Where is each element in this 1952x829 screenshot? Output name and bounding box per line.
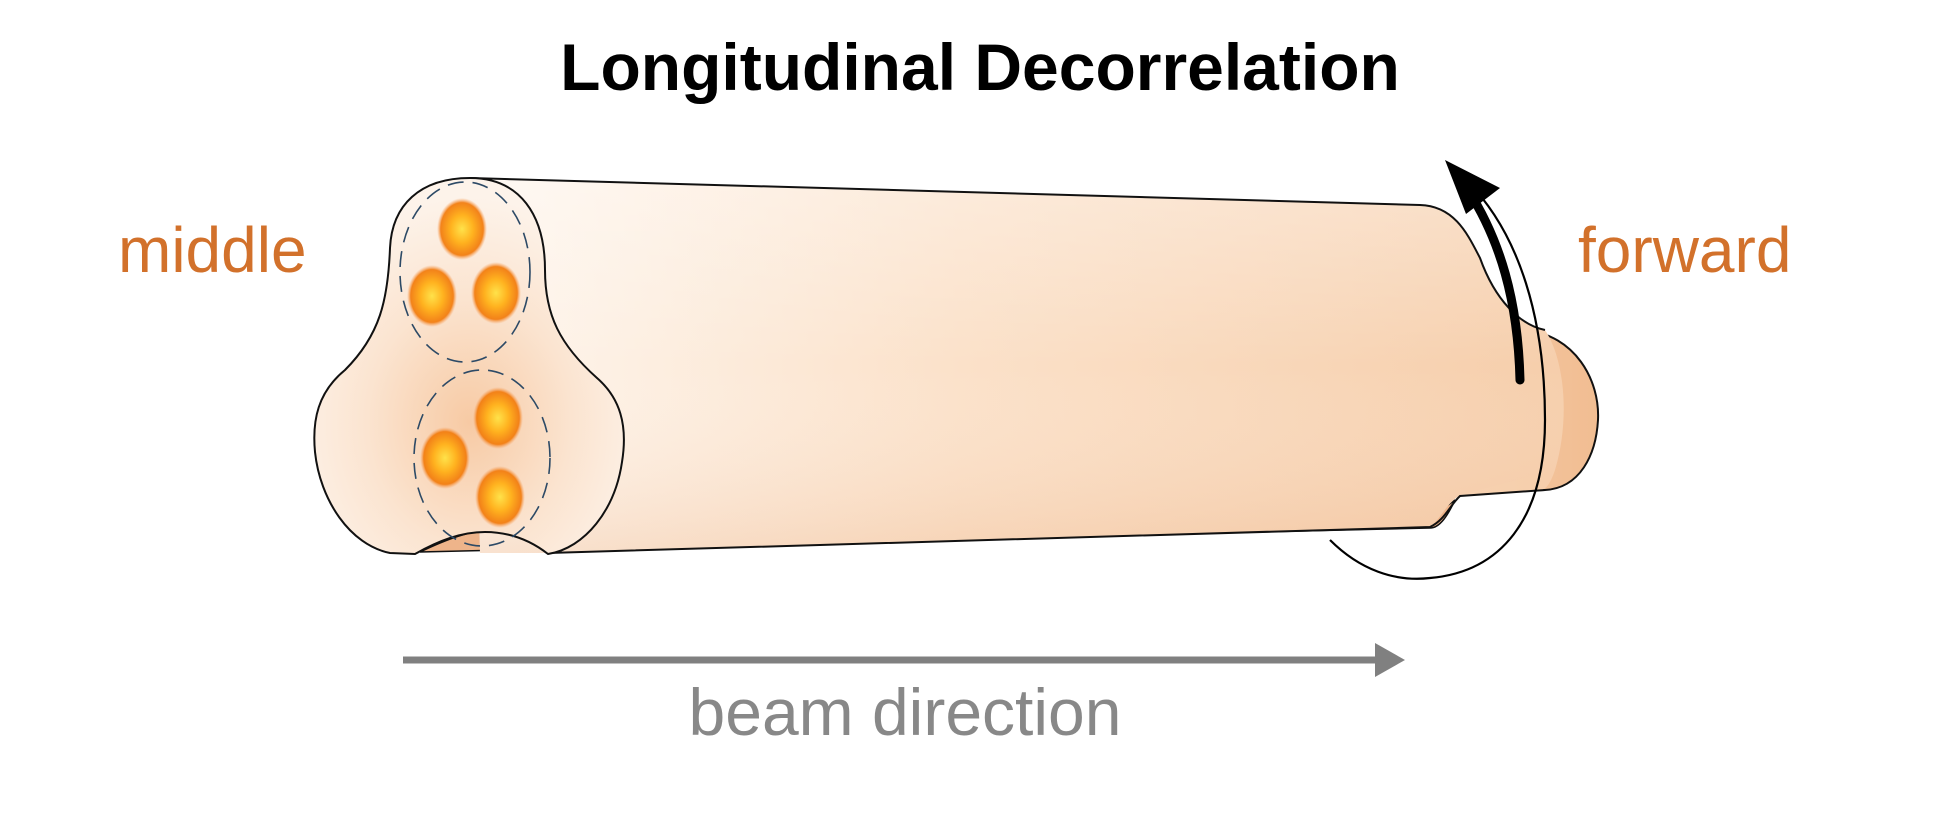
diagram-title: Longitudinal Decorrelation	[560, 30, 1400, 104]
hotspot	[420, 427, 470, 489]
hotspot	[475, 466, 525, 528]
middle-label: middle	[118, 214, 307, 286]
forward-label: forward	[1578, 214, 1791, 286]
tube-bottom-edge	[547, 489, 1546, 554]
lower-cluster-circle	[413, 369, 551, 547]
hotspot	[473, 387, 523, 449]
beam-direction-label: beam direction	[689, 675, 1122, 749]
hotspot	[407, 265, 457, 327]
tube-front-face	[313, 176, 625, 556]
beam-arrow-icon	[403, 643, 1405, 677]
hotspot	[437, 198, 487, 260]
tube-top-edge	[469, 177, 1546, 331]
tube-body-shading	[470, 178, 1564, 553]
hotspot	[471, 262, 521, 324]
curved-rotation-arrow-icon	[1329, 160, 1547, 580]
upper-cluster-circle	[399, 181, 531, 363]
